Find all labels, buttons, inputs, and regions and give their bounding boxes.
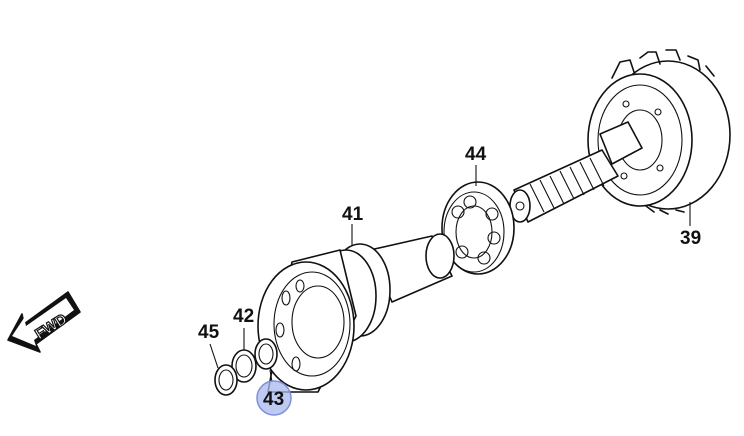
callout-41: 41 bbox=[342, 204, 364, 225]
callout-43: 43 bbox=[263, 389, 284, 410]
callout-43-highlight[interactable]: 43 bbox=[256, 380, 292, 416]
callout-45: 45 bbox=[198, 322, 220, 343]
part-43-washer[interactable] bbox=[254, 338, 278, 383]
fwd-arrow-icon: FWD bbox=[7, 291, 81, 353]
part-41-clutch-drum[interactable] bbox=[257, 224, 455, 393]
callout-42: 42 bbox=[233, 306, 254, 327]
part-39-ring-gear-shaft[interactable] bbox=[509, 49, 731, 226]
part-42-thrust-ring[interactable] bbox=[231, 328, 257, 383]
part-44-ball-bearing[interactable] bbox=[441, 165, 515, 275]
callout-39: 39 bbox=[680, 228, 701, 249]
part-45-snap-ring[interactable] bbox=[209, 343, 238, 396]
highlight-circle bbox=[256, 380, 292, 416]
callout-44: 44 bbox=[465, 144, 487, 165]
